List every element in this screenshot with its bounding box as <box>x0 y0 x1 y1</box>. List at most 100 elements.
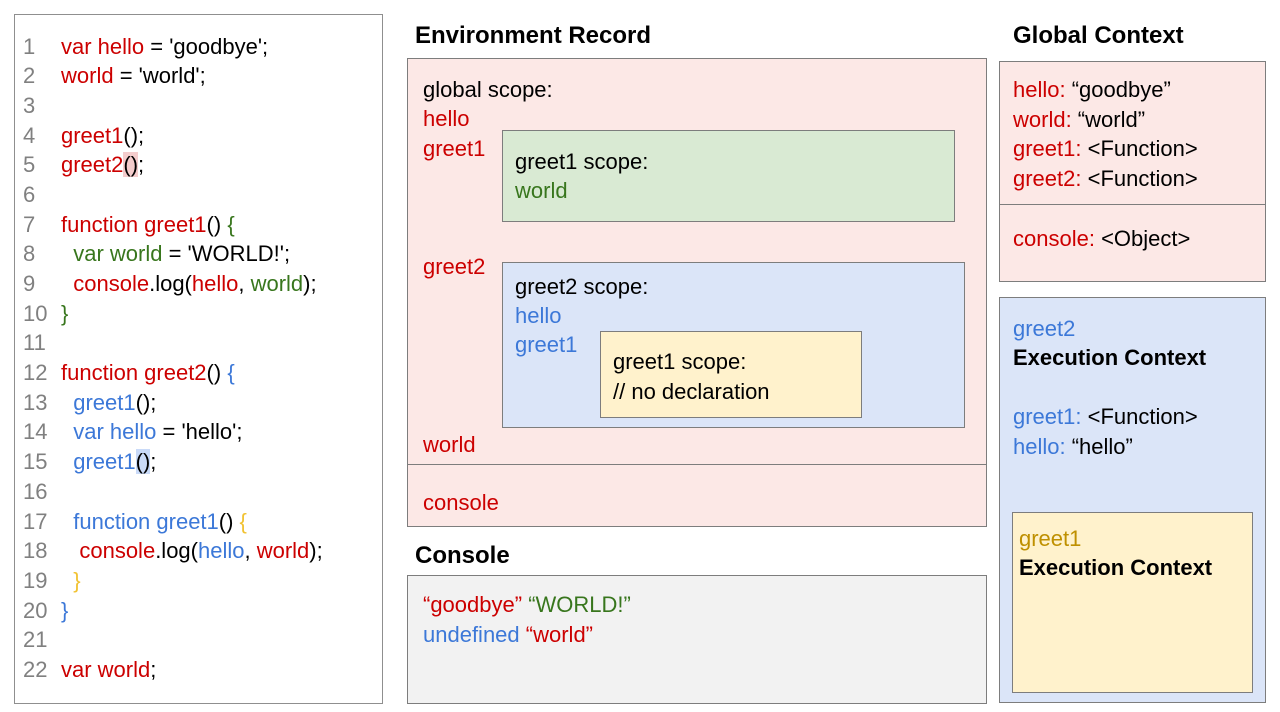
code-token <box>61 538 79 563</box>
code-token: ); <box>303 271 317 296</box>
code-line-22: 22 var world; <box>23 655 382 685</box>
code-line-11: 11 <box>23 328 382 358</box>
greet2-scope-var-hello: hello <box>515 303 562 328</box>
global-var-world: world <box>423 432 476 457</box>
code-token: = 'goodbye'; <box>144 33 269 59</box>
code-line-20: 20} <box>23 596 382 626</box>
code-text: var hello = 'goodbye'; <box>61 32 268 62</box>
code-line-10: 10} <box>23 299 382 329</box>
line-number: 2 <box>23 63 36 89</box>
global-context-console-box <box>999 204 1266 282</box>
line-number: 10 <box>23 300 48 326</box>
code-line-19: 19 } <box>23 566 382 596</box>
token: console: <box>1013 226 1095 251</box>
token: “hello” <box>1065 434 1133 459</box>
code-text: greet1(); <box>61 447 156 477</box>
code-token: , <box>238 271 251 296</box>
token: hello: <box>1013 77 1066 102</box>
greet2-execution-context-label: Execution Context <box>1013 345 1207 370</box>
code-token: () <box>206 211 228 237</box>
code-token: .log( <box>149 271 192 296</box>
line-number: 18 <box>23 538 48 564</box>
code-token: } <box>73 567 81 593</box>
line-number: 4 <box>23 122 36 148</box>
environment-record-title: Environment Record <box>415 22 652 49</box>
line-number: 12 <box>23 360 48 386</box>
token: world: <box>1013 107 1072 132</box>
code-token: { <box>227 360 235 386</box>
code-token: = 'world'; <box>113 63 206 89</box>
token: greet2: <box>1013 166 1082 191</box>
code-token: function greet1 <box>61 211 207 237</box>
global-scope-label: global scope: <box>423 77 553 102</box>
console-scope-box <box>407 464 987 527</box>
token: <Object> <box>1094 226 1191 251</box>
line-number: 20 <box>23 597 48 623</box>
global-var-greet1: greet1 <box>423 136 486 161</box>
code-token: console <box>79 538 156 564</box>
code-token: ; <box>138 152 145 178</box>
code-token: world <box>61 63 114 89</box>
code-text: var hello = 'hello'; <box>61 417 242 447</box>
code-line-3: 3 <box>23 91 382 121</box>
global-context-title: Global Context <box>1013 22 1184 49</box>
console-title: Console <box>415 542 510 569</box>
line-number: 1 <box>23 33 36 59</box>
code-token <box>61 449 73 474</box>
code-token: hello <box>197 538 245 564</box>
code-token: { <box>227 211 235 237</box>
greet1-scope-var-world: world <box>515 178 568 203</box>
code-token: var world <box>73 241 163 267</box>
token: greet1: <box>1013 404 1082 429</box>
token: “WORLD!” <box>528 592 631 617</box>
global-context-row: greet2: <Function> <box>1013 164 1198 194</box>
code-token: , <box>244 538 257 564</box>
token: <Function> <box>1081 404 1198 429</box>
code-token <box>61 509 73 534</box>
code-token: greet1 <box>73 389 136 415</box>
token: “goodbye” <box>423 592 523 617</box>
code-text: var world; <box>61 655 156 685</box>
code-token <box>61 419 73 444</box>
greet1-inner-scope-comment: // no declaration <box>613 379 770 404</box>
code-token: console <box>73 271 150 296</box>
code-line-14: 14 var hello = 'hello'; <box>23 417 382 447</box>
line-number: 19 <box>23 567 48 593</box>
code-token: greet1 <box>61 122 124 148</box>
global-var-hello: hello <box>423 106 470 131</box>
line-number: 16 <box>23 478 48 504</box>
line-number: 22 <box>23 656 48 682</box>
code-line-16: 16 <box>23 477 382 507</box>
code-token: var hello <box>73 419 157 445</box>
token: undefined <box>423 622 520 647</box>
code-token: greet1 <box>73 449 136 475</box>
code-token: } <box>61 597 69 623</box>
global-context-row: world: “world” <box>1013 105 1145 135</box>
code-token: { <box>239 508 247 534</box>
code-line-9: 9 console.log(hello, world); <box>23 269 382 299</box>
greet2-execution-context-name: greet2 <box>1013 316 1076 341</box>
greet2-execution-context-row: greet1: <Function> <box>1013 402 1198 432</box>
console-output-box <box>407 575 987 704</box>
code-token: = 'hello'; <box>156 419 243 445</box>
code-token: greet2 <box>61 152 124 178</box>
token: <Function> <box>1081 136 1198 161</box>
code-text: var world = 'WORLD!'; <box>61 239 290 269</box>
code-token: () <box>218 508 240 534</box>
code-token: world <box>250 271 304 296</box>
greet1-execution-context-label: Execution Context <box>1019 555 1213 580</box>
code-line-17: 17 function greet1() { <box>23 507 382 537</box>
code-text: world = 'world'; <box>61 61 206 91</box>
token: “world” <box>1071 107 1146 132</box>
code-text: } <box>61 299 68 329</box>
code-text: console.log(hello, world); <box>61 269 317 299</box>
code-token <box>61 390 73 415</box>
global-context-console-row: console: <Object> <box>1013 224 1190 254</box>
code-token: var hello <box>61 33 145 59</box>
code-token: (); <box>123 122 145 148</box>
code-editor-panel: 1 var hello = 'goodbye'; 2 world = 'world';… <box>14 14 383 704</box>
line-number: 11 <box>23 330 46 356</box>
greet1-execution-context-box <box>1012 512 1253 693</box>
code-line-8: 8 var world = 'WORLD!'; <box>23 239 382 269</box>
